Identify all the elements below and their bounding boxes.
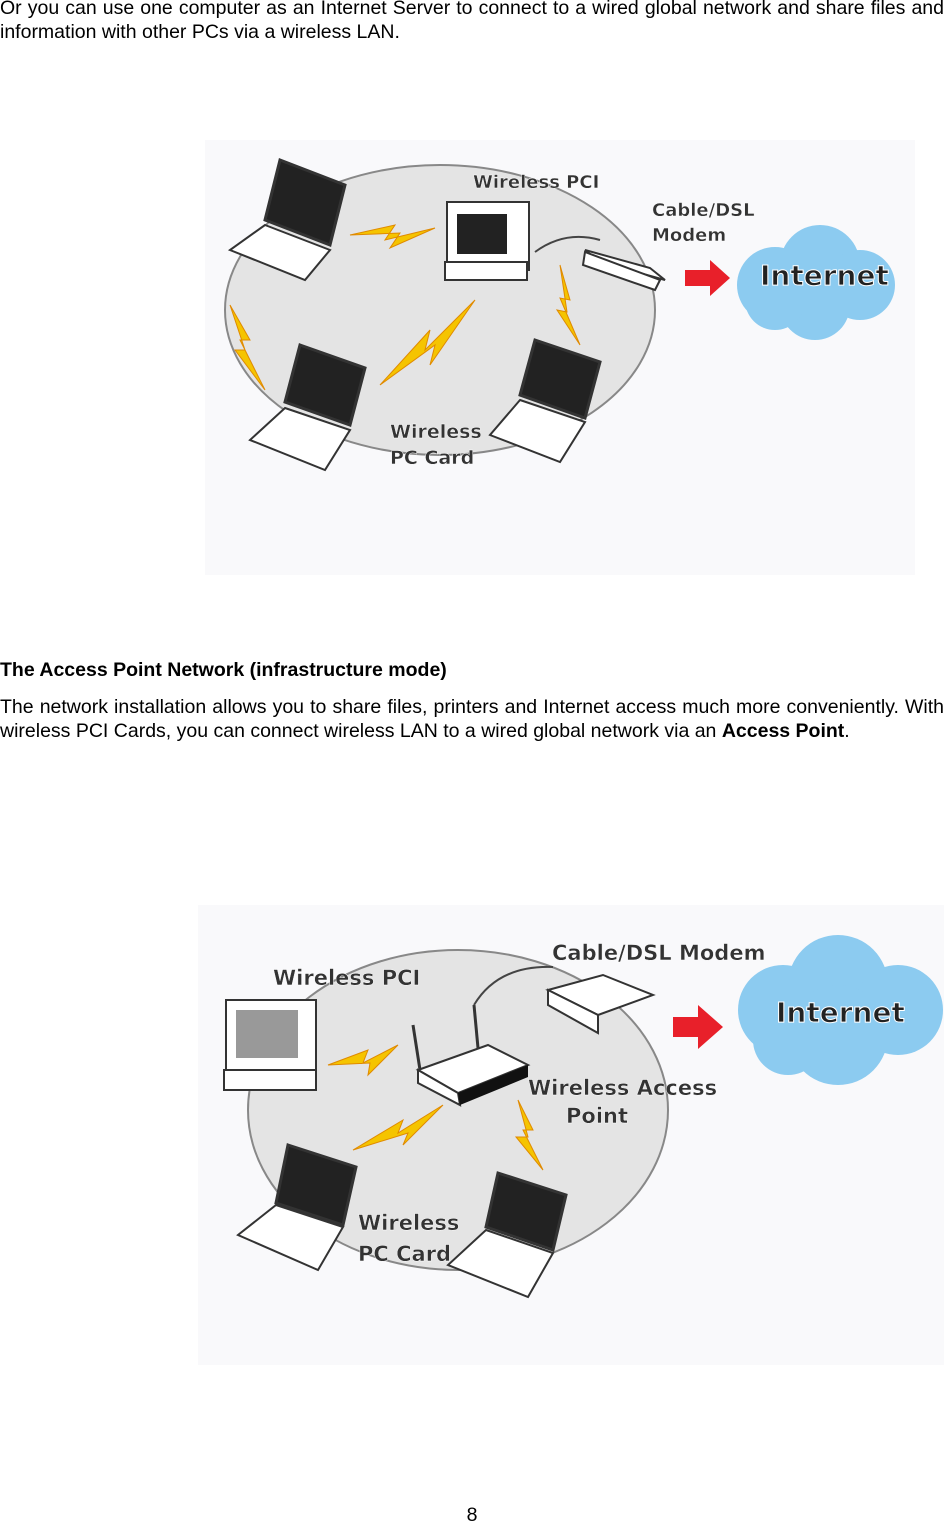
- internet-cloud-icon: [737, 225, 895, 340]
- peer-to-peer-network-diagram: Internet Wireless PCI Cable/DSL Modem Wi…: [205, 140, 915, 575]
- laptop-icon: [248, 343, 367, 472]
- access-point-label-line1: Wireless Access: [528, 1076, 717, 1100]
- wireless-pci-desktop-icon: [223, 999, 317, 1091]
- laptop-icon: [227, 157, 347, 282]
- intro-paragraph: Or you can use one computer as an Intern…: [0, 0, 944, 43]
- internet-label: Internet: [760, 259, 889, 292]
- pc-card-label-line1: Wireless: [390, 421, 482, 443]
- section-paragraph: The network installation allows you to s…: [0, 696, 944, 743]
- access-point-label-line2: Point: [566, 1104, 628, 1128]
- laptop-icon: [446, 1171, 568, 1299]
- access-point-icon: [411, 965, 554, 1107]
- wireless-pci-label: Wireless PCI: [273, 966, 420, 990]
- internet-cloud-icon: [738, 935, 943, 1085]
- section-text: The network installation allows you to s…: [0, 696, 944, 742]
- arrow-icon: [673, 1005, 723, 1049]
- laptop-icon: [488, 338, 602, 464]
- modem-label-line1: Cable/DSL: [652, 200, 755, 221]
- section-text-end: .: [844, 719, 850, 742]
- modem-label-line2: Modem: [652, 225, 726, 246]
- access-point-term: Access Point: [721, 719, 845, 742]
- section-heading: The Access Point Network (infrastructure…: [0, 659, 447, 681]
- lightning-icon: [327, 1044, 544, 1171]
- modem-icon: [545, 973, 656, 1035]
- modem-icon: [534, 235, 666, 292]
- laptop-icon: [236, 1143, 358, 1272]
- access-point-network-diagram: Internet Wireless PCI Cable/DSL Modem Wi…: [198, 905, 944, 1365]
- pc-card-label-line2: PC Card: [358, 1242, 451, 1266]
- page-number: 8: [466, 1504, 478, 1526]
- arrow-icon: [685, 260, 730, 296]
- wireless-pci-label: Wireless PCI: [473, 172, 599, 193]
- lightning-icon: [229, 224, 581, 391]
- internet-label: Internet: [776, 996, 905, 1029]
- wireless-pci-desktop-icon: [444, 201, 530, 281]
- pc-card-label-line2: PC Card: [390, 447, 474, 469]
- modem-label: Cable/DSL Modem: [552, 941, 765, 965]
- pc-card-label-line1: Wireless: [358, 1211, 459, 1235]
